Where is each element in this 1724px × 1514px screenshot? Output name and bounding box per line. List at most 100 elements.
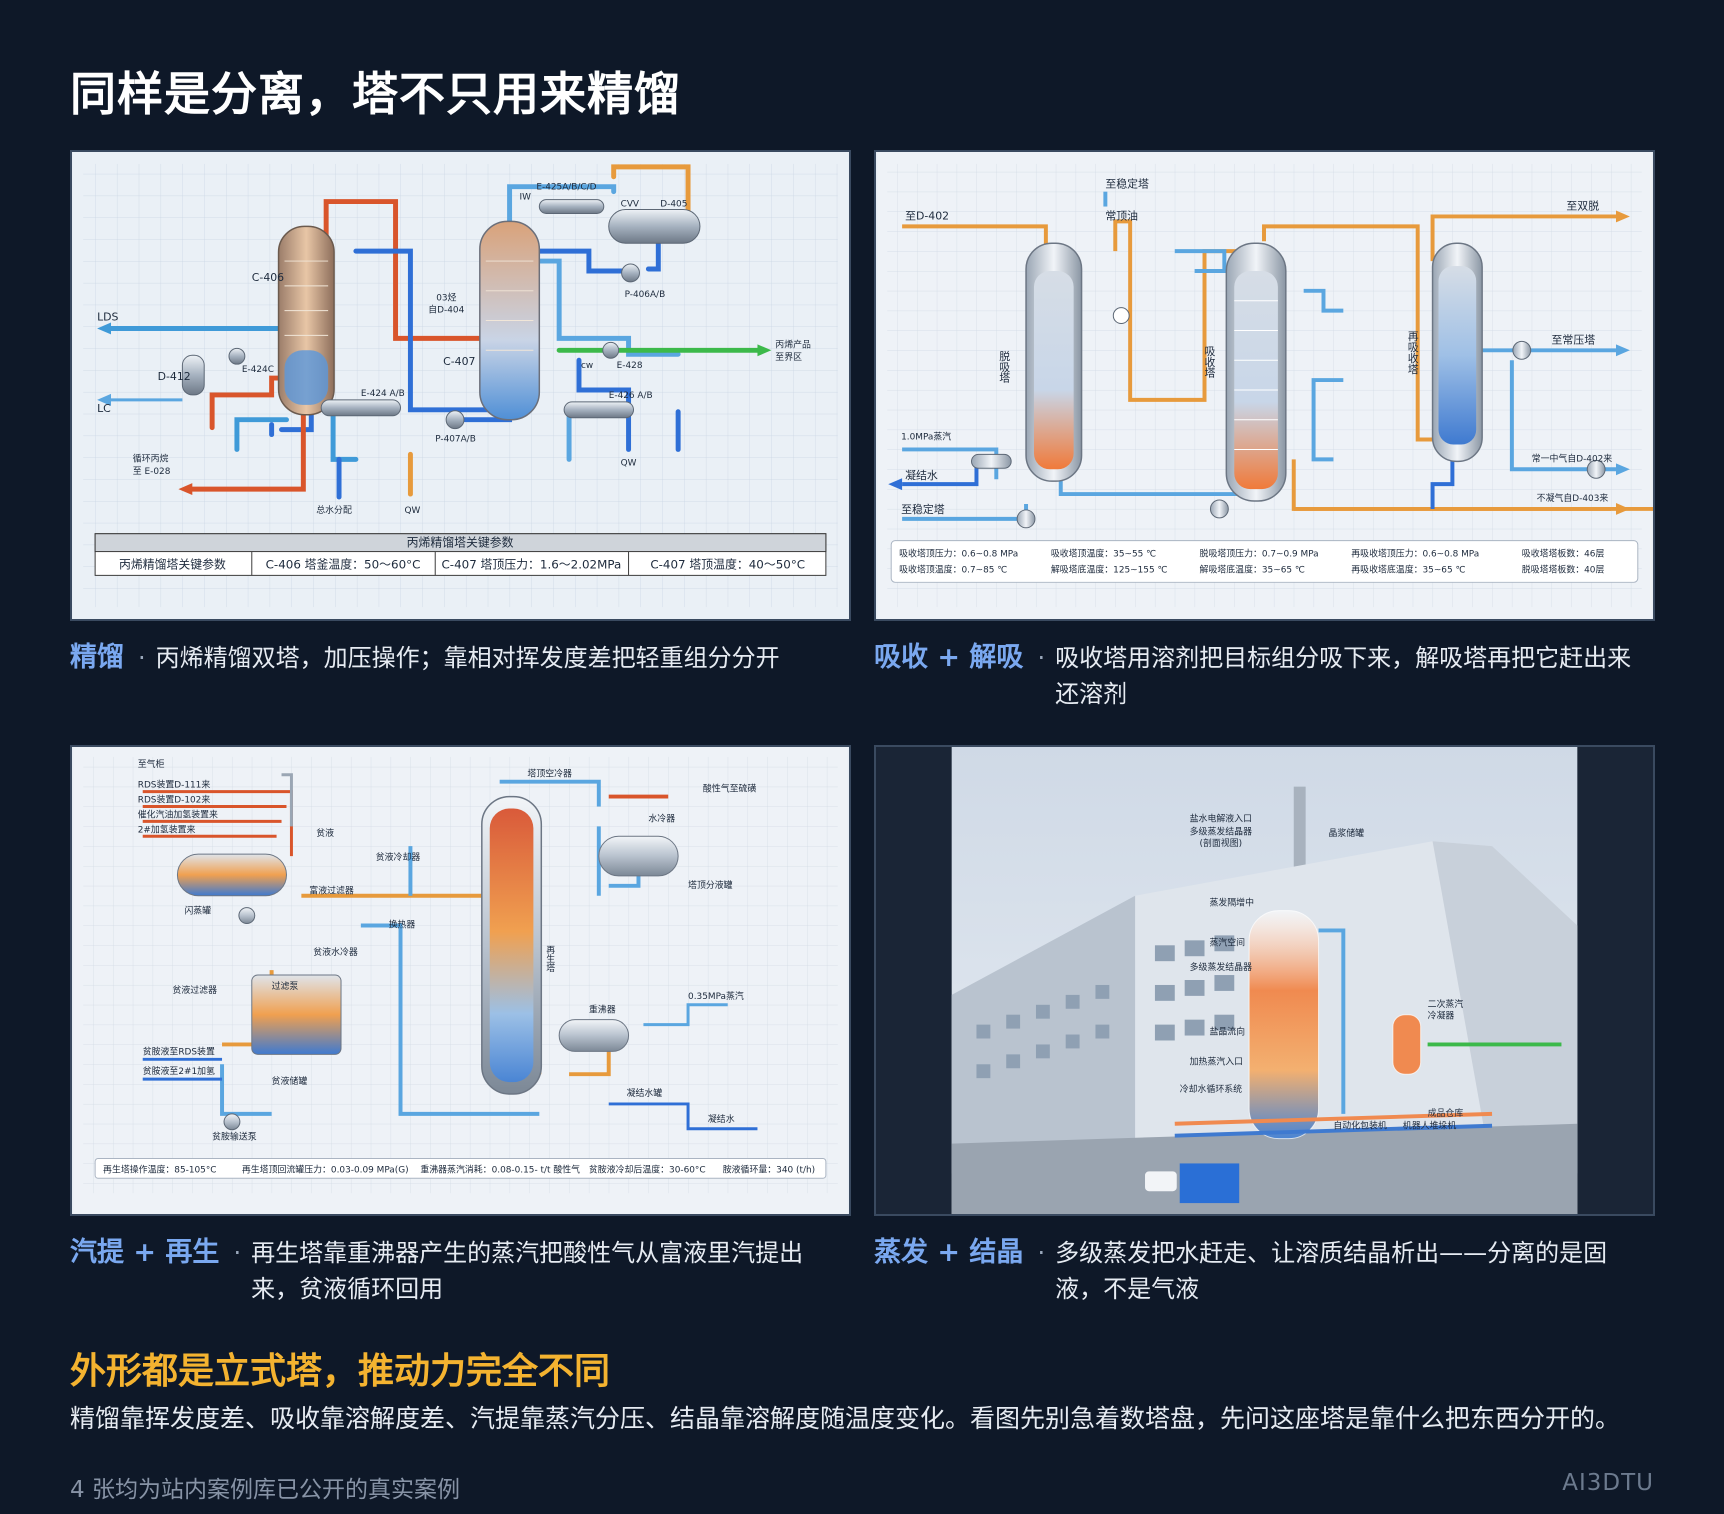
label-desorber: 脱吸塔 xyxy=(998,349,1011,384)
summary-title: 外形都是立式塔，推动力完全不同 xyxy=(70,1351,611,1392)
caption-description: 再生塔靠重沸器产生的蒸汽把酸性气从富液里汽提出来，贫液循环回用 xyxy=(251,1239,804,1303)
label-condenser-2: 冷凝器 xyxy=(1428,1010,1455,1022)
label-e424ab: E-424 A/B xyxy=(361,389,405,399)
distillation-svg: C-406 C-407 LDS D-412 LC E-424C 循环丙烷 至 E… xyxy=(73,152,848,619)
summary-text: 精馏靠挥发度差、吸收靠溶解度差、汽提靠蒸汽分压、结晶靠溶解度随温度变化。看图先别… xyxy=(70,1404,1621,1433)
label-overhead-cooler: 塔顶空冷器 xyxy=(527,768,572,780)
label-rds-102: RDS装置D-102来 xyxy=(138,794,211,806)
param-cell: C-407 塔顶温度：40～50°C xyxy=(650,557,805,571)
param: 吸收塔顶温度：35~55 ℃ xyxy=(1051,548,1156,560)
caption-title: 蒸发 + 结晶 xyxy=(874,1237,1024,1268)
label-qw-2: QW xyxy=(621,458,637,468)
label-filter-pump: 过滤泵 xyxy=(272,980,299,992)
label-e426: E-426 A/B xyxy=(609,391,653,401)
caption-description: 吸收塔用溶剂把目标组分吸下来，解吸塔再把它赶出来还溶剂 xyxy=(1055,644,1632,708)
label-warehouse: 成品仓库 xyxy=(1428,1107,1464,1119)
label-steam: 0.35MPa蒸汽 xyxy=(688,990,744,1002)
label-e425: E-425A/B/C/D xyxy=(536,183,596,193)
label-reboiler: 重沸器 xyxy=(589,1004,616,1016)
label-flash-tank: 闪蒸罐 xyxy=(184,905,211,917)
label-lean-cooler: 贫液冷却器 xyxy=(376,851,421,863)
label-heating-steam: 加热蒸汽入口 xyxy=(1190,1055,1243,1067)
param: 胺液循环量：340 (t/h) xyxy=(723,1163,815,1175)
label-product-2: 至界区 xyxy=(775,352,802,363)
evaporation-svg: 盐水电解液入口 多级蒸发结晶器 (剖面视图) 晶浆储罐 蒸发隔增中 蒸汽空间 多… xyxy=(877,747,1652,1214)
label-brine-inlet: 盐水电解液入口 xyxy=(1190,812,1252,824)
label-p407: P-407A/B xyxy=(435,435,476,445)
label-to-low-press: 至常压塔 xyxy=(1552,333,1596,346)
label-cvv: CVV xyxy=(621,200,640,210)
label-to-stab-bottom: 至稳定塔 xyxy=(901,502,945,516)
label-lds: LDS xyxy=(97,311,118,324)
label-qw-1: QW xyxy=(404,506,420,516)
label-lean-to-2: 贫胺液至2#1加氢 xyxy=(143,1065,215,1077)
param-cell: C-406 塔釜温度：50～60°C xyxy=(266,557,421,571)
label-cw: cw xyxy=(581,361,593,371)
evaporation-illustration: 盐水电解液入口 多级蒸发结晶器 (剖面视图) 晶浆储罐 蒸发隔增中 蒸汽空间 多… xyxy=(874,745,1655,1216)
param: 重沸器蒸汽消耗：0.08-0.15- t/t 酸性气 xyxy=(420,1163,580,1175)
label-robot: 机器人堆垛机 xyxy=(1403,1120,1457,1132)
label-from-d403: 不凝气自D-403来 xyxy=(1537,492,1609,504)
label-lean-filter: 贫液过滤器 xyxy=(172,984,217,996)
param: 再生塔顶回流罐压力：0.03-0.09 MPa(G) xyxy=(242,1163,409,1175)
param: 再吸收塔底温度：35~65 ℃ xyxy=(1351,563,1465,575)
label-heat-exchanger: 换热器 xyxy=(389,918,416,930)
label-overhead-drum: 塔顶分液罐 xyxy=(688,879,733,891)
label-cat-diesel: 催化汽油加氢装置来 xyxy=(138,808,218,820)
caption-separator: · xyxy=(1037,1239,1046,1267)
caption-title: 汽提 + 再生 xyxy=(70,1237,220,1268)
label-to-d402: 至D-402 xyxy=(905,209,949,222)
absorption-diagram: 至D-402 至稳定塔 常顶油 至双脱 脱吸塔 吸收塔 再吸收塔 1.0MPa蒸… xyxy=(874,150,1655,621)
caption-evaporation: 蒸发 + 结晶 · 多级蒸发把水赶走、让溶质结晶析出——分离的是固液，不是气液 xyxy=(874,1235,1654,1307)
label-acid-gas: 酸性气至硫磺 xyxy=(703,783,757,795)
caption-description: 多级蒸发把水赶走、让溶质结晶析出——分离的是固液，不是气液 xyxy=(1055,1239,1608,1303)
label-water-cooler: 水冷器 xyxy=(648,812,675,824)
label-to-double: 至双脱 xyxy=(1566,199,1599,213)
label-regenerator: 再生塔 xyxy=(544,945,554,973)
caption-absorption: 吸收 + 解吸 · 吸收塔用溶剂把目标组分吸下来，解吸塔再把它赶出来还溶剂 xyxy=(874,640,1654,712)
label-rds-111: RDS装置D-111来 xyxy=(138,779,211,791)
param-table-title: 丙烯精馏塔关键参数 xyxy=(407,536,514,550)
label-condensate: 凝结水 xyxy=(708,1113,735,1125)
label-condensate-tank: 凝结水罐 xyxy=(627,1087,663,1099)
label-absorber: 吸收塔 xyxy=(1203,345,1216,378)
param: 贫胺液冷却后温度：30-60°C xyxy=(589,1163,706,1175)
distillation-diagram: C-406 C-407 LDS D-412 LC E-424C 循环丙烷 至 E… xyxy=(70,150,851,621)
param: 再生塔操作温度：85-105°C xyxy=(103,1163,216,1175)
caption-separator: · xyxy=(1037,644,1046,672)
param-cell: C-407 塔顶压力：1.6～2.02MPa xyxy=(442,557,622,571)
label-water-dist: 总水分配 xyxy=(316,504,352,516)
label-packing: 自动化包装机 xyxy=(1333,1120,1387,1132)
label-to-stab-top: 至稳定塔 xyxy=(1105,177,1149,191)
label-to-gas-holder: 至气柜 xyxy=(138,758,165,770)
param: 脱吸塔塔板数：40层 xyxy=(1522,563,1605,575)
label-from-d402: 常一中气自D-402来 xyxy=(1532,452,1613,464)
label-lean-pump: 贫胺输送泵 xyxy=(212,1131,257,1143)
label-e428: E-428 xyxy=(617,361,643,371)
label-vapor-mid: 蒸发隔增中 xyxy=(1209,897,1254,909)
label-recycle-2: 至 E-028 xyxy=(133,466,171,477)
label-crystal-tank: 晶浆储罐 xyxy=(1328,827,1364,839)
label-steam: 1.0MPa蒸汽 xyxy=(901,431,951,443)
label-lean-tank: 贫液储罐 xyxy=(272,1075,308,1087)
label-multi-stage-2: (剖面视图) xyxy=(1200,837,1243,849)
label-const-oil: 常顶油 xyxy=(1105,208,1138,222)
label-c407: C-407 xyxy=(443,355,475,368)
caption-title: 精馏 xyxy=(70,642,124,673)
label-product-1: 丙烯产品 xyxy=(775,338,811,350)
param: 脱吸塔顶压力：0.7~0.9 MPa xyxy=(1200,548,1319,560)
label-recycle-1: 循环丙烷 xyxy=(133,452,169,464)
label-hydro-2: 2#加氢装置来 xyxy=(138,823,196,835)
label-o3-2: 自D-404 xyxy=(428,304,464,316)
label-vapor-space: 蒸汽空间 xyxy=(1209,936,1245,948)
param: 解吸塔底温度：35~65 ℃ xyxy=(1200,563,1305,575)
param: 解吸塔底温度：125~155 ℃ xyxy=(1051,563,1168,575)
label-c406: C-406 xyxy=(252,271,284,284)
caption-stripping: 汽提 + 再生 · 再生塔靠重沸器产生的蒸汽把酸性气从富液里汽提出来，贫液循环回… xyxy=(70,1235,850,1307)
label-lc: LC xyxy=(97,402,111,415)
brand-watermark: AI3DTU xyxy=(1562,1470,1654,1496)
param: 再吸收塔顶压力：0.6~0.8 MPa xyxy=(1351,548,1479,560)
label-p406: P-406A/B xyxy=(625,290,666,300)
label-lean-liquid: 贫液 xyxy=(316,827,334,839)
label-rich-filter: 富液过滤器 xyxy=(309,885,354,897)
